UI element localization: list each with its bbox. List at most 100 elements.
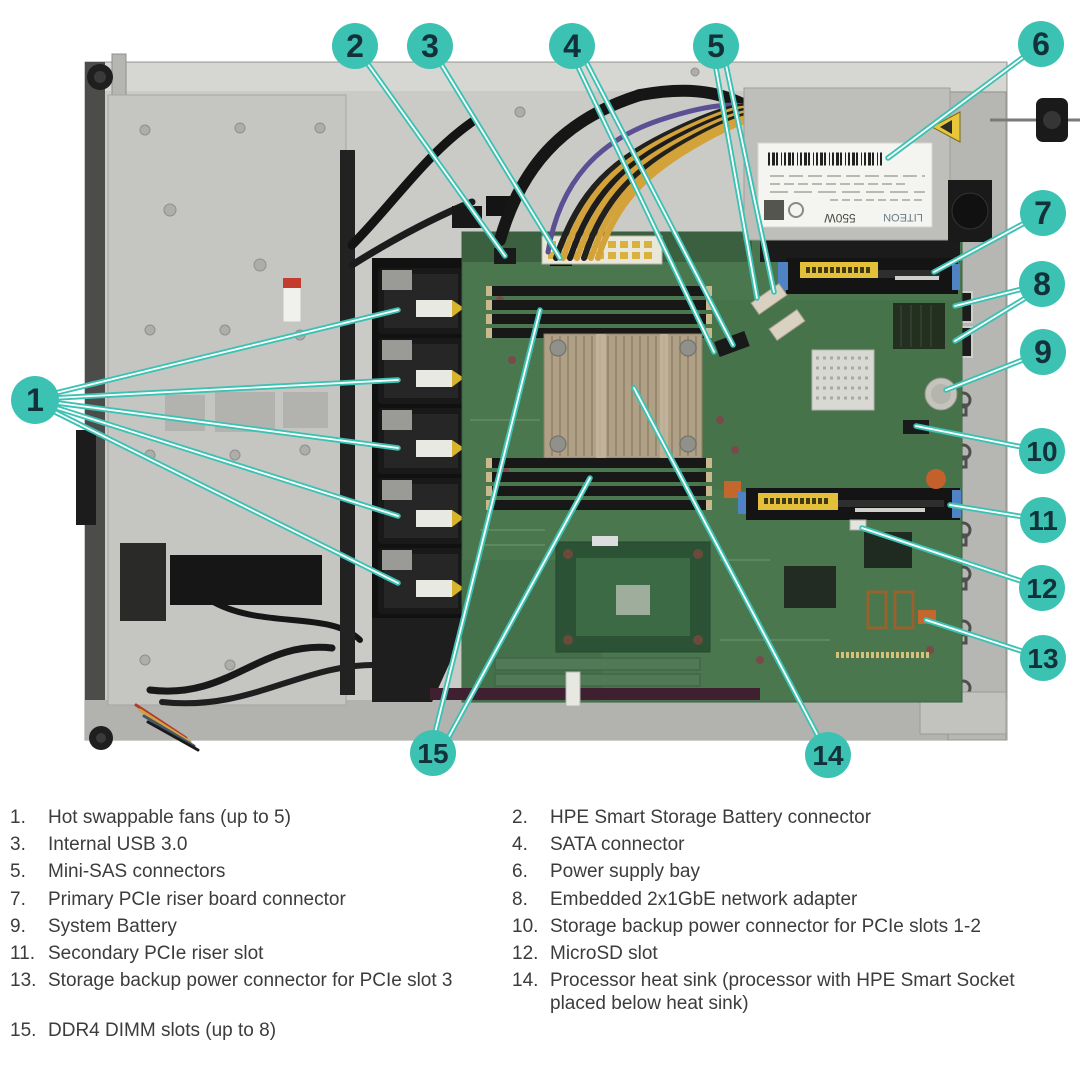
drive-backplane (340, 150, 355, 695)
pull-tab (565, 671, 581, 707)
unpopulated-slot (494, 657, 701, 671)
service-label (282, 277, 302, 323)
svg-text:2: 2 (346, 28, 364, 64)
thumbscrew-top-left (87, 53, 127, 107)
power-supply: 550W LITEON (743, 87, 992, 242)
callout-badges: 1 2 3 4 5 6 7 8 9 10 11 12 13 14 15 (11, 21, 1066, 778)
legend-item-label: System Battery (48, 915, 177, 937)
bga-chip (893, 303, 945, 349)
legend-item-11: 11.Secondary PCIe riser slot (10, 942, 508, 965)
legend-item-number: 9. (10, 915, 26, 937)
callout-badge-13: 13 (1020, 635, 1066, 681)
callout-badge-14: 14 (805, 732, 851, 778)
legend-item-label: Hot swappable fans (up to 5) (48, 807, 291, 828)
legend-item-label: MicroSD slot (550, 942, 658, 964)
legend-item-8: 8.Embedded 2x1GbE network adapter (512, 888, 1074, 911)
legend-item-3: 3. Internal USB 3.0 (10, 833, 508, 856)
legend-column-right: 2.HPE Smart Storage Battery connector 4.… (512, 806, 1074, 1019)
fan-bank (372, 258, 482, 702)
legend-item-label: Mini-SAS connectors (48, 861, 226, 883)
callout-badge-8: 8 (1019, 261, 1065, 307)
system-battery (924, 377, 958, 411)
legend-item-10: 10.Storage backup power connector for PC… (512, 915, 1074, 938)
legend-item-label: Primary PCIe riser board connector (48, 888, 346, 910)
legend-item-number: 2. (512, 807, 528, 828)
legend-item-9: 9. System Battery (10, 915, 508, 938)
svg-text:1: 1 (26, 382, 44, 418)
legend-item-12: 12. MicroSD slot (512, 942, 1074, 965)
legend-item-number: 15. (10, 1020, 37, 1042)
callout-badge-6: 6 (1018, 21, 1064, 67)
svg-text:4: 4 (563, 28, 581, 64)
callout-badge-7: 7 (1020, 190, 1066, 236)
secondary-pcie-riser (724, 469, 961, 520)
legend-item-label: Internal USB 3.0 (48, 834, 188, 856)
legend-item-1: 1. Hot swappable fans (up to 5) (10, 806, 508, 829)
legend-column-left: 1. Hot swappable fans (up to 5) 3. Interna… (10, 806, 508, 1046)
microsd-slot (849, 519, 867, 531)
callout-badge-1: 1 (11, 376, 59, 424)
board-edge-connector (430, 688, 760, 700)
svg-text:14: 14 (812, 740, 844, 771)
legend-item-label: SATA connector (550, 834, 685, 856)
legend-item-number: 3. (10, 834, 26, 856)
legend-item-7: 7. Primary PCIe riser board connector (10, 888, 508, 911)
leader-lines (32, 41, 1046, 758)
legend-item-label: DDR4 DIMM slots (up to 8) (48, 1020, 277, 1042)
bga-chip (784, 566, 836, 608)
callout-badge-3: 3 (407, 23, 453, 69)
legend-item-number: 6. (512, 861, 528, 883)
air-baffle (372, 618, 470, 702)
screw-holes (139, 122, 326, 671)
callout-badge-9: 9 (1020, 329, 1066, 375)
callout-badge-2: 2 (332, 23, 378, 69)
callout-badge-5: 5 (693, 23, 739, 69)
legend-item-number: 7. (10, 888, 26, 910)
chipset-heatsink (811, 349, 875, 411)
drive-cage (107, 94, 385, 752)
legend-item-13: 13.Storage backup power connector for PC… (10, 969, 508, 992)
server-internal-diagram: 550W LITEON (11, 21, 1080, 778)
legend-item-label: Storage backup power connector for PCIe … (48, 970, 453, 992)
unpopulated-slot (494, 673, 701, 687)
svg-text:9: 9 (1034, 334, 1052, 370)
callout-badge-11: 11 (1020, 497, 1066, 543)
legend-item-label: Power supply bay (550, 861, 700, 883)
svg-text:12: 12 (1026, 573, 1057, 604)
svg-text:10: 10 (1026, 436, 1057, 467)
legend-item-15: 15. DDR4 DIMM slots (up to 8) (10, 1019, 508, 1042)
legend-item-14: 14.Processor heat sink (processor with H… (512, 969, 1074, 1015)
mini-sas-connectors (750, 282, 806, 342)
thumbscrew-bottom-left (89, 726, 113, 750)
legend-item-6: 6. Power supply bay (512, 860, 1074, 883)
psu-wattage-label: 550W (824, 211, 856, 225)
fan-4 (378, 478, 482, 544)
legend-item-label: Storage backup power connector for PCIe … (550, 915, 981, 937)
callout-badge-15: 15 (410, 730, 456, 776)
callout-badge-12: 12 (1019, 565, 1065, 611)
legend-item-number: 12. (512, 942, 539, 964)
legend-item-5: 5.Mini-SAS connectors (10, 860, 508, 883)
svg-text:3: 3 (421, 28, 439, 64)
processor-heat-sink (543, 333, 703, 459)
callout-badge-4: 4 (549, 23, 595, 69)
legend-item-2: 2.HPE Smart Storage Battery connector (512, 806, 1074, 829)
front-panel-block (76, 430, 96, 525)
psu-brand-label: LITEON (883, 211, 923, 223)
svg-text:15: 15 (417, 738, 448, 769)
fan-1 (378, 268, 482, 334)
fan-2 (378, 338, 482, 404)
svg-text:8: 8 (1033, 266, 1051, 302)
legend-item-label: Processor heat sink (processor with HPE … (550, 970, 1015, 1015)
svg-text:7: 7 (1034, 195, 1052, 231)
callout-badge-10: 10 (1019, 428, 1065, 474)
svg-text:5: 5 (707, 28, 725, 64)
cpu-socket-empty (555, 536, 711, 653)
psu-label: 550W LITEON (757, 142, 933, 228)
header-connector (893, 590, 915, 630)
legend-item-label: Embedded 2x1GbE network adapter (550, 888, 858, 910)
rear-latch-thumbscrew (990, 98, 1080, 142)
legend-item-number: 1. (10, 807, 26, 828)
svg-text:11: 11 (1028, 505, 1058, 536)
primary-pcie-riser (760, 240, 960, 294)
